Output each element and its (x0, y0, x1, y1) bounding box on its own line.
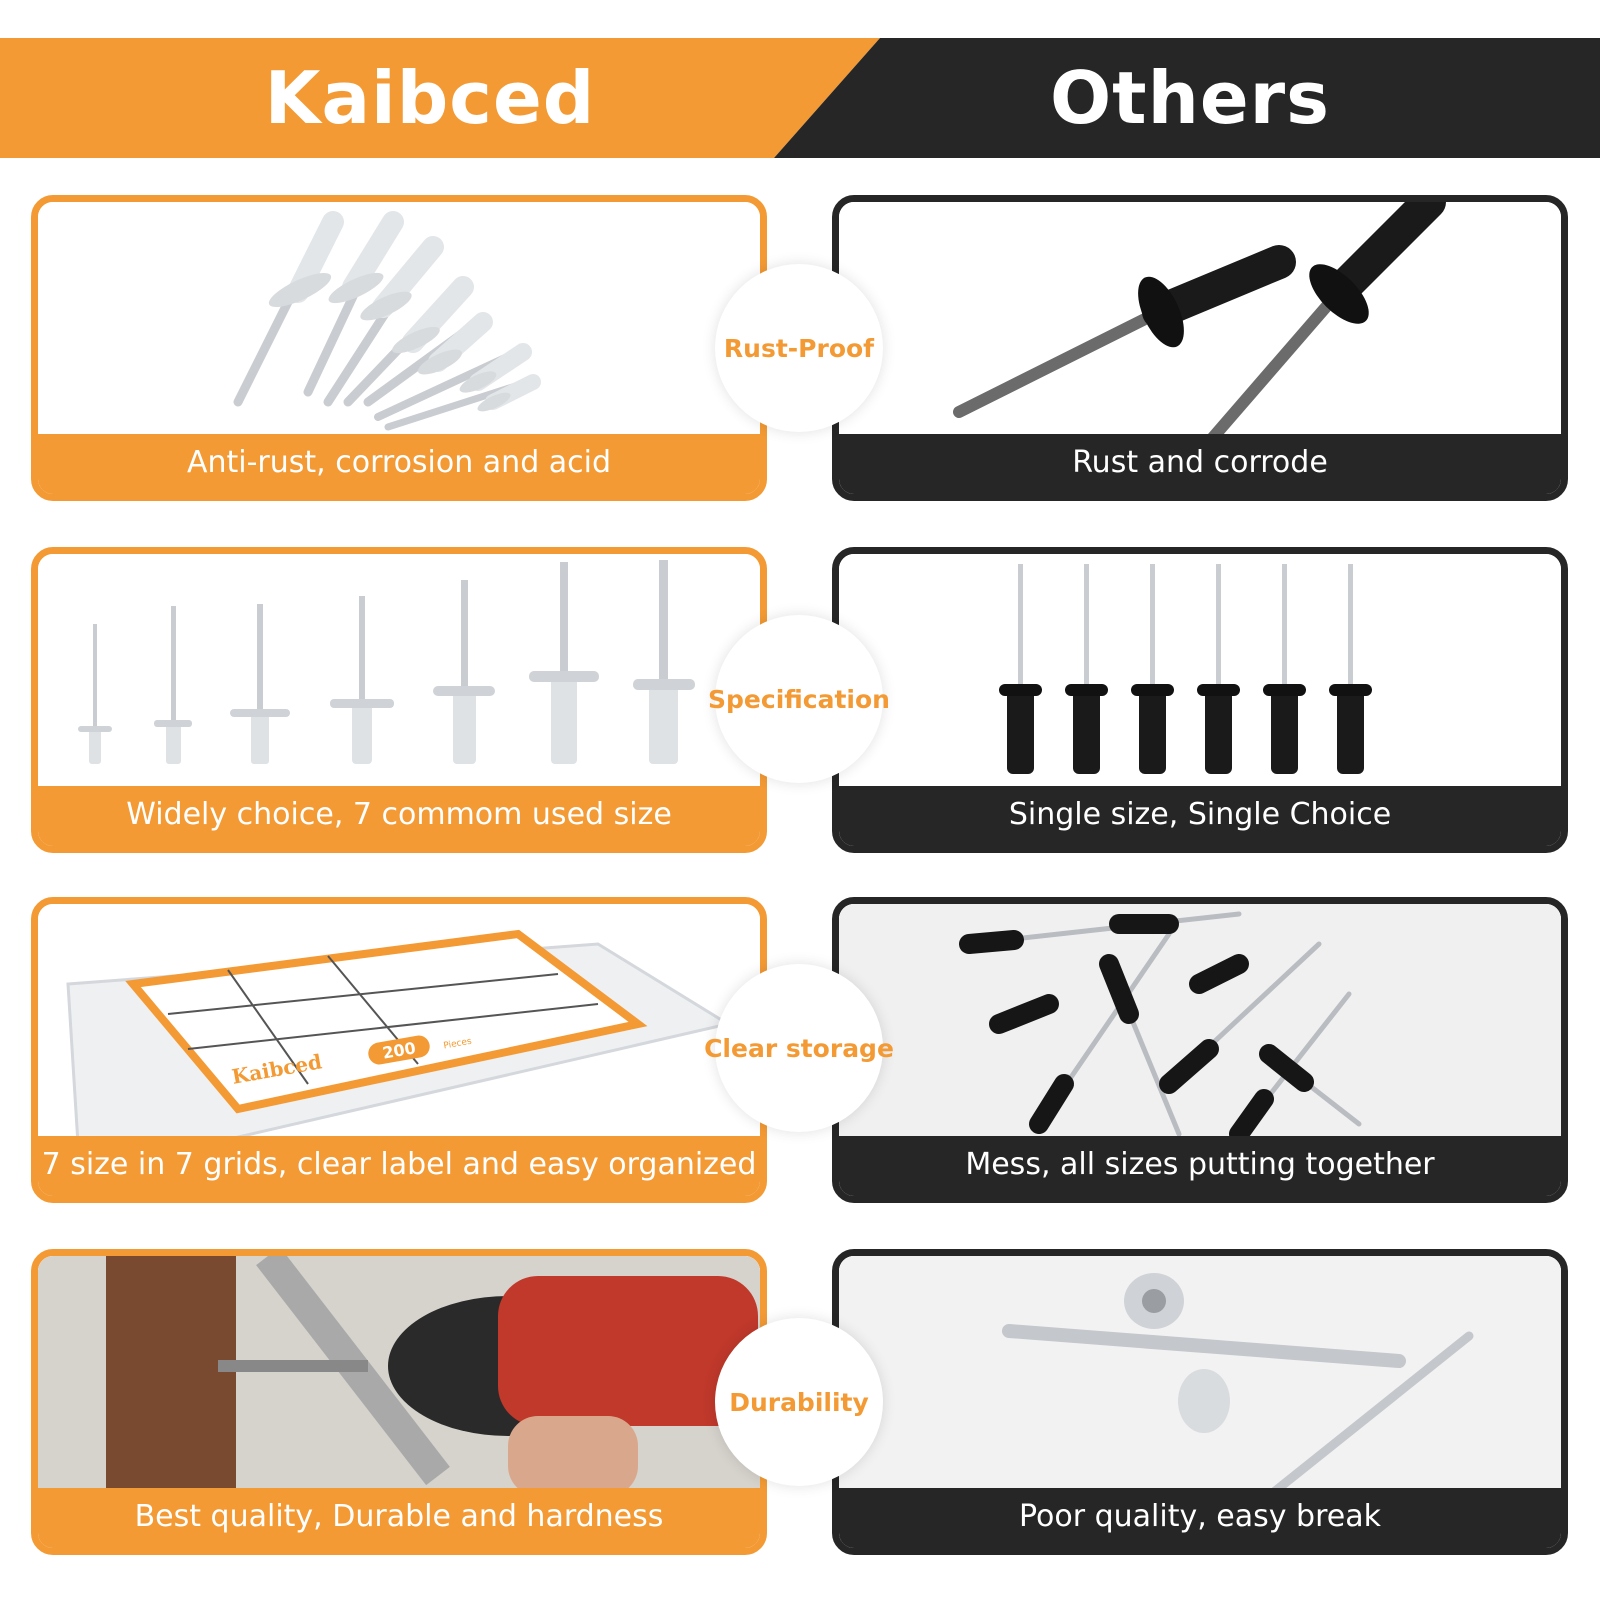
clear-storage-badge: Clear storage (704, 964, 894, 1132)
others-storage-card: Mess, all sizes putting together (832, 897, 1568, 1203)
brand-title: Kaibced (264, 56, 596, 140)
kaibced-spec-caption: Widely choice, 7 commom used size (38, 786, 760, 846)
seven-size-rivets-image (38, 554, 760, 794)
header-banner: Kaibced Others (0, 38, 1600, 158)
others-rust-caption: Rust and corrode (839, 434, 1561, 494)
header-right-panel (774, 38, 1600, 158)
kaibced-storage-card: 200 Kaibced Pieces 7 size in 7 grids, cl… (31, 897, 767, 1203)
rust-proof-badge: Rust-Proof (715, 264, 883, 432)
others-title: Others (1049, 56, 1331, 140)
count-unit-label: Pieces (443, 1037, 473, 1052)
kaibced-durability-card: Best quality, Durable and hardness (31, 1249, 767, 1555)
kaibced-rust-caption: Anti-rust, corrosion and acid (38, 434, 760, 494)
others-storage-caption: Mess, all sizes putting together (839, 1136, 1561, 1196)
others-specification-card: Single size, Single Choice (832, 547, 1568, 853)
others-durability-card: Poor quality, easy break (832, 1249, 1568, 1555)
single-size-rivets-image (839, 554, 1561, 794)
others-rust-card: Rust and corrode (832, 195, 1568, 501)
kaibced-storage-caption: 7 size in 7 grids, clear label and easy … (38, 1136, 760, 1196)
kaibced-rust-proof-card: Anti-rust, corrosion and acid (31, 195, 767, 501)
drill-riveting-image (38, 1256, 760, 1496)
others-spec-caption: Single size, Single Choice (839, 786, 1561, 846)
count-pill (368, 1035, 430, 1065)
broken-rivets-image (839, 1256, 1561, 1496)
specification-badge: Specification (708, 615, 890, 783)
kaibced-specification-card: Widely choice, 7 commom used size (31, 547, 767, 853)
header-left-panel (0, 38, 880, 158)
black-rusted-rivets-image (839, 202, 1561, 442)
durability-badge: Durability (715, 1318, 883, 1486)
messy-rivets-pile-image (839, 904, 1561, 1144)
silver-rivets-image (38, 202, 760, 442)
kaibced-durability-caption: Best quality, Durable and hardness (38, 1488, 760, 1548)
organized-storage-box-image: 200 Kaibced Pieces (38, 904, 760, 1144)
others-durability-caption: Poor quality, easy break (839, 1488, 1561, 1548)
